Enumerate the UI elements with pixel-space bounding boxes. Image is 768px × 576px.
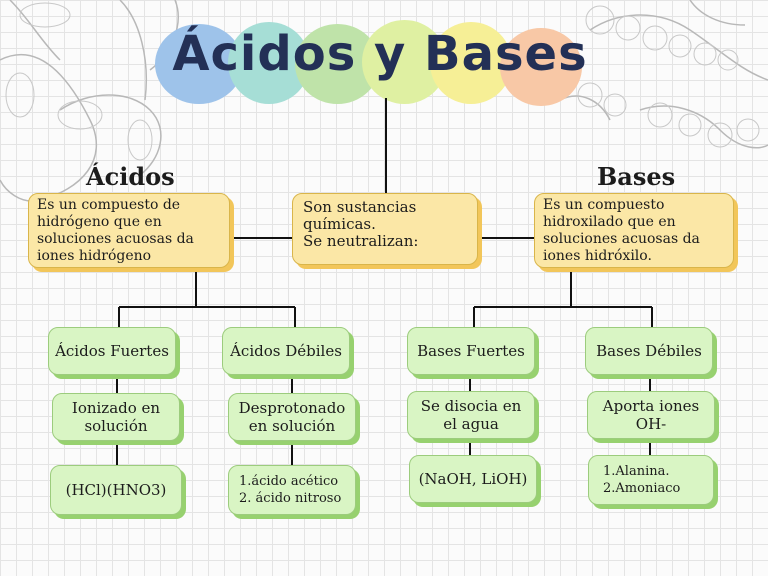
weak-acids-description: Desprotonado en solución [238, 399, 346, 435]
center-definition-text: Son sustancias químicas. Se neutralizan: [303, 198, 419, 250]
strong-bases-node: Bases Fuertes [407, 327, 535, 375]
strong-acids-description-node: Ionizado en solución [52, 393, 180, 441]
strong-acids-examples-node: (HCl)(HNO3) [50, 465, 182, 515]
bases-definition-text: Es un compuesto hidroxilado que en soluc… [543, 197, 700, 264]
weak-bases-node: Bases Débiles [585, 327, 713, 375]
weak-acids-examples-node: 1.ácido acético 2. ácido nitroso [228, 465, 356, 515]
weak-bases-description-node: Aporta iones OH- [587, 391, 715, 439]
strong-bases-description: Se disocia en el agua [420, 397, 522, 433]
weak-acids-label: Ácidos Débiles [230, 342, 342, 360]
strong-acids-examples: (HCl)(HNO3) [65, 481, 167, 499]
strong-acids-label: Ácidos Fuertes [55, 342, 169, 360]
strong-bases-description-node: Se disocia en el agua [407, 391, 535, 439]
acids-definition-box: Es un compuesto de hidrógeno que en solu… [28, 193, 230, 268]
center-definition-box: Son sustancias químicas. Se neutralizan: [292, 193, 478, 265]
weak-bases-examples: 1.Alanina. 2.Amoniaco [603, 464, 681, 496]
acids-definition-text: Es un compuesto de hidrógeno que en solu… [37, 197, 194, 264]
strong-acids-node: Ácidos Fuertes [48, 327, 176, 375]
page-title: Ácidos y Bases [172, 26, 588, 82]
strong-bases-examples: (NaOH, LiOH) [418, 470, 528, 488]
weak-bases-label: Bases Débiles [596, 342, 702, 360]
acids-heading: Ácidos [86, 162, 175, 191]
weak-bases-description: Aporta iones OH- [602, 397, 700, 433]
strong-bases-label: Bases Fuertes [417, 342, 525, 360]
weak-acids-node: Ácidos Débiles [222, 327, 350, 375]
weak-acids-examples: 1.ácido acético 2. ácido nitroso [239, 474, 342, 506]
strong-bases-examples-node: (NaOH, LiOH) [409, 455, 537, 503]
weak-acids-description-node: Desprotonado en solución [228, 393, 356, 441]
strong-acids-description: Ionizado en solución [71, 399, 161, 435]
bases-definition-box: Es un compuesto hidroxilado que en soluc… [534, 193, 734, 268]
title-background-blobs [150, 18, 590, 108]
bases-heading: Bases [597, 162, 676, 191]
weak-bases-examples-node: 1.Alanina. 2.Amoniaco [588, 455, 714, 505]
